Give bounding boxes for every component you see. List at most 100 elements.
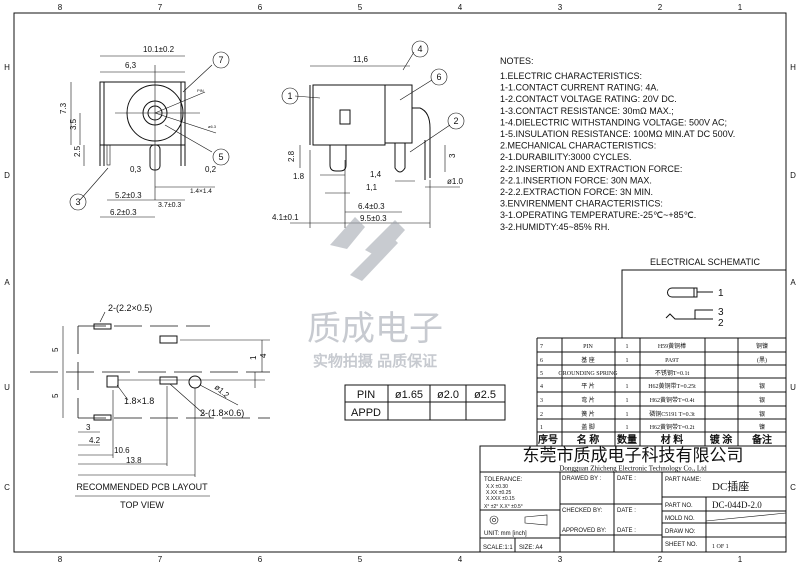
checked-by: CHECKED BY: <box>562 508 603 514</box>
balloon-number: 6 <box>436 72 441 82</box>
grid-column-number: 1 <box>738 3 743 12</box>
dimension-label: 2-(2.2×0.5) <box>108 303 152 313</box>
note-line: 2-2.1.INSERTION FORCE: 30N MAX. <box>500 175 652 185</box>
parts-table-cell: 1 <box>540 425 543 431</box>
company-name-en: Dongguan Zhicheng Electronic Technology … <box>559 465 707 473</box>
dimension-label: 1,4 <box>370 170 382 179</box>
parts-table-header: 名 称 <box>577 433 600 446</box>
grid-column-number: 3 <box>558 555 563 564</box>
balloon-number: 7 <box>218 55 223 65</box>
grid-row-letter: C <box>790 483 796 492</box>
dimension-label: 5.2±0.3 <box>115 191 142 200</box>
grid-column-number: 2 <box>658 3 663 12</box>
tol3: X.XXX ±0.15 <box>486 496 515 502</box>
pcb-layout-view <box>30 311 270 497</box>
parts-table-cell: 镍 <box>759 423 765 431</box>
tolerance-title: TOLERANCE: <box>484 477 523 483</box>
parts-table-cell: 基 座 <box>581 356 595 364</box>
dimension-label: 1 <box>249 355 258 360</box>
note-line: 3-2.HUMIDTY:45~85% RH. <box>500 222 610 232</box>
parts-table-cell: 5 <box>540 371 543 377</box>
part-name-value: DC插座 <box>712 479 749 493</box>
title-block-grid <box>479 337 787 553</box>
note-line: 3.ENVIRENMENT CHARACTERISTICS: <box>500 199 663 209</box>
parts-table-header: 材 料 <box>661 433 684 446</box>
schematic-pin-number: 2 <box>718 318 724 329</box>
parts-table-cell: 银 <box>759 382 765 390</box>
dimension-label: PIN <box>197 88 204 93</box>
grid-column-number: 5 <box>358 3 363 12</box>
parts-table-cell: 银 <box>759 410 765 418</box>
parts-table-cell: H59黄铜棒 <box>658 342 686 350</box>
note-line: 2.MECHANICAL CHARACTERISTICS: <box>500 141 656 151</box>
tol1: X.X ±0.30 <box>486 484 508 490</box>
dimension-label: 1.4×1.4 <box>190 188 212 195</box>
grid-column-number: 8 <box>58 3 63 12</box>
parts-table-cell: H62黄铜带T=0.2t <box>650 423 695 431</box>
grid-row-letter: H <box>790 63 796 72</box>
parts-table-cell: 簧 片 <box>581 410 595 418</box>
note-line: 2-2.INSERTION AND EXTRACTION FORCE: <box>500 164 682 174</box>
dimension-label: 11,6 <box>353 55 369 64</box>
parts-table-cell: 1 <box>626 425 629 431</box>
pin-table-cell: PIN <box>357 389 375 401</box>
company-name-cn: 东莞市质成电子科技有限公司 <box>523 446 744 465</box>
sheet-no-label: SHEET NO. <box>665 542 698 548</box>
balloon-number: 2 <box>453 116 458 126</box>
watermark-text: 质成电子 <box>307 310 443 348</box>
parts-table-cell: H62黄铜带T=0.4t <box>650 396 695 404</box>
pin-table-cell: ø2.0 <box>437 389 459 401</box>
dimension-label: 3.5 <box>69 118 78 130</box>
grid-row-letter: A <box>4 278 10 287</box>
parts-table-cell: 平 片 <box>581 382 595 390</box>
note-line: 1-5.INSULATION RESISTANCE: 100MΩ MIN.AT … <box>500 129 735 139</box>
parts-table-cell: 盖 脚 <box>581 423 595 431</box>
notes-title: NOTES: <box>500 56 534 66</box>
parts-table-cell: PA9T <box>665 358 679 364</box>
parts-table-cell: 1 <box>626 358 629 364</box>
dimension-label: 6.2±0.3 <box>110 208 137 217</box>
tol4: X° ±2° X.X° ±0.5° <box>484 504 523 510</box>
side-view <box>281 40 465 228</box>
grid-row-letter: C <box>4 483 10 492</box>
note-line: 1-1.CONTACT CURRENT RATING: 4A. <box>500 83 659 93</box>
balloon-number: 4 <box>417 44 422 54</box>
grid-column-number: 4 <box>458 555 463 564</box>
dimension-label: 4.2 <box>89 436 101 445</box>
dimension-label: 7.3 <box>59 102 68 114</box>
note-line: 1.ELECTRIC CHARACTERISTICS: <box>500 71 642 81</box>
parts-table-cell: H62黄铜带T=0.25t <box>648 382 696 390</box>
electrical-schematic <box>621 269 787 339</box>
dimension-label: 3.7±0.3 <box>158 202 181 209</box>
pin-size-table <box>344 384 506 421</box>
note-line: 1-3.CONTACT RESISTANCE: 30mΩ MAX.; <box>500 106 674 116</box>
note-line: 2-1.DURABILITY:3000 CYCLES. <box>500 152 632 162</box>
dimension-label: ø6.3 <box>208 124 217 129</box>
parts-table-cell: 4 <box>540 384 543 390</box>
dimension-label: ø1.0 <box>447 177 464 186</box>
parts-table-cell: 银 <box>759 396 765 404</box>
grid-row-letter: D <box>790 171 796 180</box>
parts-table-header: 备注 <box>751 433 772 446</box>
dimension-label: 4 <box>259 353 268 358</box>
dimension-label: 1,1 <box>366 183 378 192</box>
dimension-label: 5 <box>51 393 60 398</box>
note-line: 1-4.DIELECTRIC WITHSTANDING VOLTAGE: 500… <box>500 117 727 127</box>
mold-no-label: MOLD NO. <box>665 516 695 522</box>
grid-column-number: 5 <box>358 555 363 564</box>
balloon-number: 3 <box>75 197 80 207</box>
watermark-logo <box>330 217 405 281</box>
schematic-pin-number: 1 <box>718 288 724 299</box>
grid-column-number: 6 <box>258 555 263 564</box>
grid-column-number: 1 <box>738 555 743 564</box>
schematic-title: ELECTRICAL SCHEMATIC <box>650 257 761 267</box>
unit: UNIT: mm [inch] <box>484 531 527 537</box>
grid-column-number: 6 <box>258 3 263 12</box>
part-no-label: PART NO. <box>665 503 693 509</box>
watermark: 质成电子 实物拍摄 品质保证 <box>307 217 443 370</box>
pin-table-cell: ø1.65 <box>395 389 423 401</box>
drawed-by: DRAWED BY : <box>562 476 602 482</box>
dimension-label: 1.8 <box>293 172 305 181</box>
